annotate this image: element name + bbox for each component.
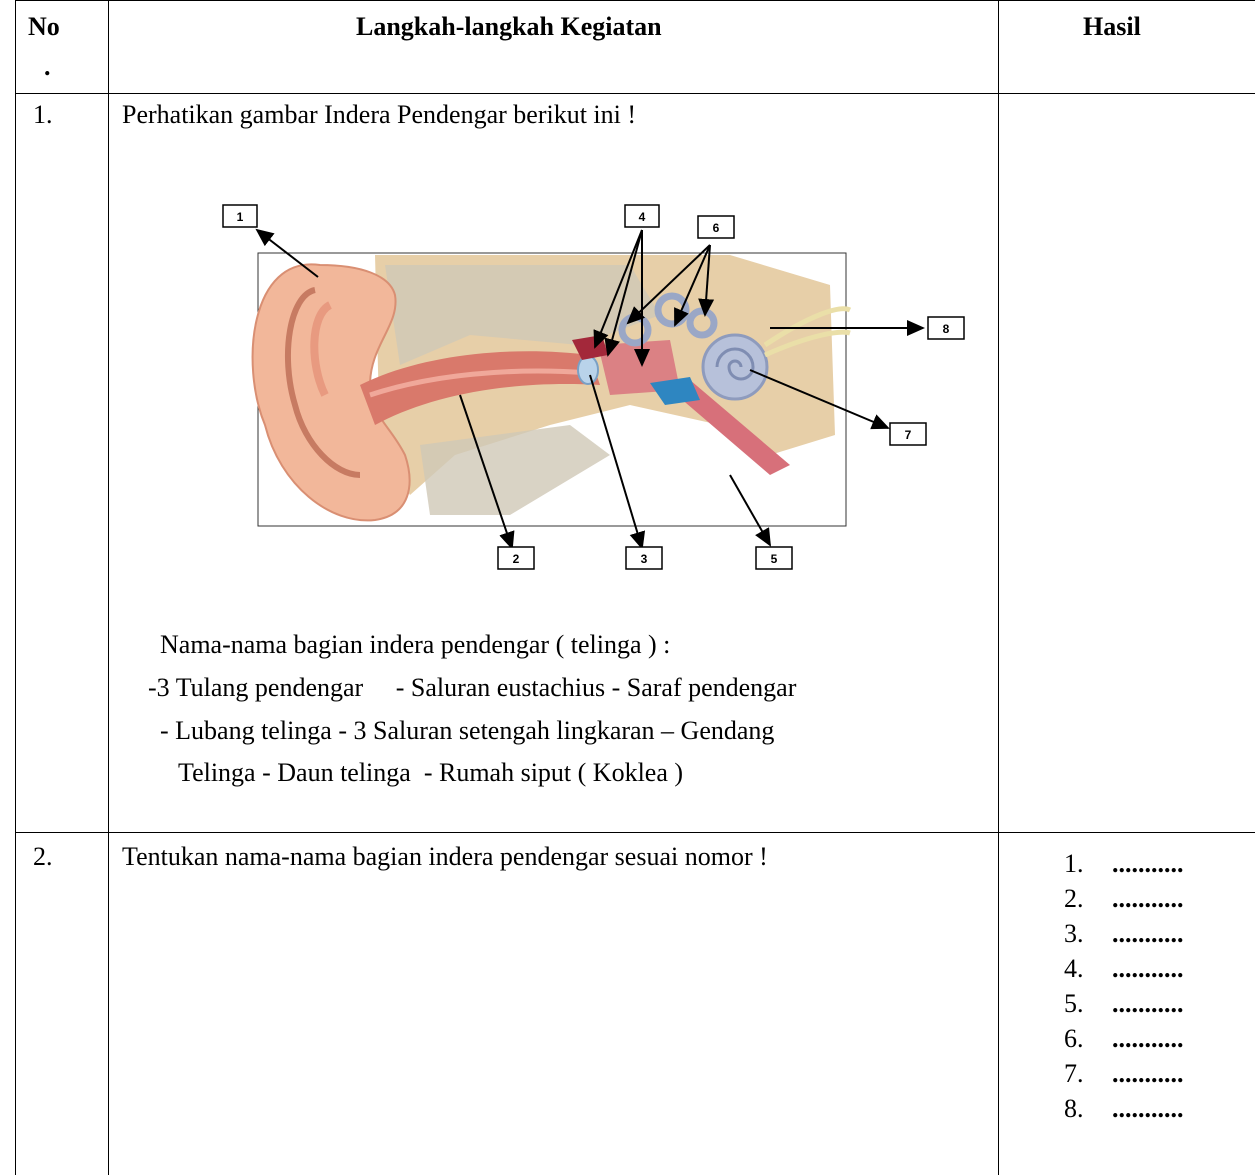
parts-line-3: Telinga - Daun telinga - Rumah siput ( K… (178, 758, 683, 788)
table-border-top (15, 0, 1255, 1)
answer-item[interactable]: 2............ (1064, 881, 1184, 916)
answer-item[interactable]: 6............ (1064, 1021, 1184, 1056)
answer-blank[interactable]: ........... (1112, 1059, 1184, 1088)
svg-text:5: 5 (771, 552, 778, 566)
column-divider-result (998, 0, 999, 1175)
answer-item[interactable]: 5............ (1064, 986, 1184, 1021)
svg-text:4: 4 (639, 210, 646, 224)
label-box-3: 3 (626, 547, 662, 569)
answer-blank[interactable]: ........... (1112, 919, 1184, 948)
label-box-1: 1 (223, 205, 257, 227)
label-box-2: 2 (498, 547, 534, 569)
answer-blank[interactable]: ........... (1112, 989, 1184, 1018)
label-box-6: 6 (698, 216, 734, 238)
header-no: No (28, 12, 60, 42)
answer-item[interactable]: 3............ (1064, 916, 1184, 951)
header-no-dot: . (44, 52, 51, 82)
answer-blank[interactable]: ........... (1112, 954, 1184, 983)
header-result: Hasil (1083, 12, 1141, 42)
answer-blank[interactable]: ........... (1112, 1094, 1184, 1123)
svg-text:6: 6 (713, 221, 720, 235)
answer-item[interactable]: 1............ (1064, 846, 1184, 881)
parts-heading: Nama-nama bagian indera pendengar ( teli… (160, 630, 670, 660)
row-1-number: 1. (33, 100, 53, 130)
answer-item[interactable]: 8............ (1064, 1091, 1184, 1126)
ear-anatomy-diagram: 1 4 6 8 7 2 3 5 (210, 195, 980, 575)
answer-blank[interactable]: ........... (1112, 1024, 1184, 1053)
svg-text:7: 7 (905, 428, 912, 442)
row-1-instruction: Perhatikan gambar Indera Pendengar berik… (122, 100, 636, 130)
row-divider (15, 832, 1255, 833)
answer-item[interactable]: 7............ (1064, 1056, 1184, 1091)
svg-text:3: 3 (641, 552, 648, 566)
row-2-number: 2. (33, 842, 53, 872)
header-activity: Langkah-langkah Kegiatan (356, 12, 662, 42)
parts-line-2: - Lubang telinga - 3 Saluran setengah li… (160, 716, 774, 746)
label-box-8: 8 (928, 317, 964, 339)
row-2-instruction: Tentukan nama-nama bagian indera pendeng… (122, 842, 768, 872)
answer-blank[interactable]: ........... (1112, 884, 1184, 913)
answer-list: 1............ 2............ 3...........… (1064, 846, 1184, 1126)
answer-blank[interactable]: ........... (1112, 849, 1184, 878)
svg-text:1: 1 (237, 210, 244, 224)
table-border-left (15, 0, 16, 1175)
header-divider (15, 93, 1255, 94)
answer-item[interactable]: 4............ (1064, 951, 1184, 986)
cochlea (703, 335, 767, 399)
svg-text:8: 8 (943, 322, 950, 336)
label-box-4: 4 (625, 205, 659, 227)
eardrum (578, 356, 598, 384)
parts-line-1: -3 Tulang pendengar - Saluran eustachius… (148, 673, 796, 703)
column-divider-no (108, 0, 109, 1175)
label-box-7: 7 (890, 423, 926, 445)
svg-text:2: 2 (513, 552, 520, 566)
label-box-5: 5 (756, 547, 792, 569)
